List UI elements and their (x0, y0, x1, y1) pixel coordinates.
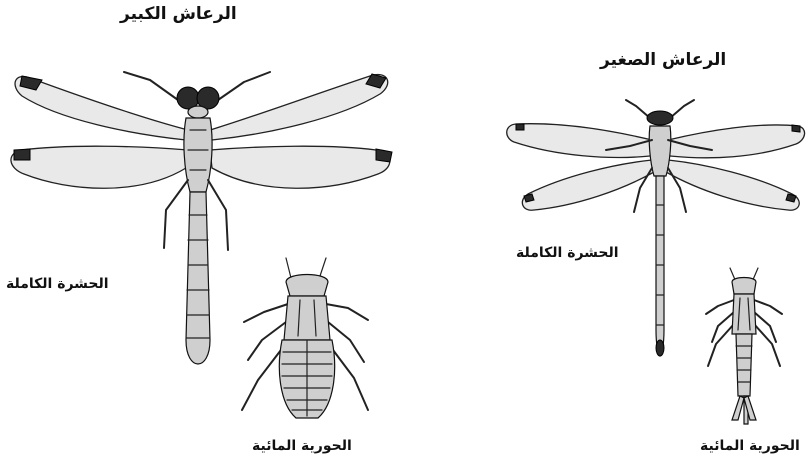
small-damselfly-nymph-label: الحورية المائية (700, 438, 800, 454)
wing-upper-right (668, 125, 805, 158)
wing-lower-left (522, 160, 654, 210)
wing-upper-right (210, 75, 388, 140)
wing-lower-right (210, 146, 390, 188)
small-damselfly-adult-label: الحشرة الكاملة (516, 245, 619, 261)
large-dragonfly-adult (11, 72, 392, 364)
large-dragonfly-nymph-label: الحورية المائية (252, 438, 352, 454)
large-dragonfly-adult-label: الحشرة الكاملة (6, 276, 109, 292)
large-dragonfly-nymph (242, 258, 368, 418)
small-damselfly-title: الرعاش الصغير (600, 50, 726, 70)
large-dragonfly-title: الرعاش الكبير (120, 4, 237, 24)
wing-lower-left (11, 146, 188, 188)
wing-upper-left (507, 124, 652, 158)
small-damselfly-nymph (706, 268, 782, 424)
wing-upper-left (15, 77, 188, 140)
wing-lower-right (666, 160, 799, 210)
